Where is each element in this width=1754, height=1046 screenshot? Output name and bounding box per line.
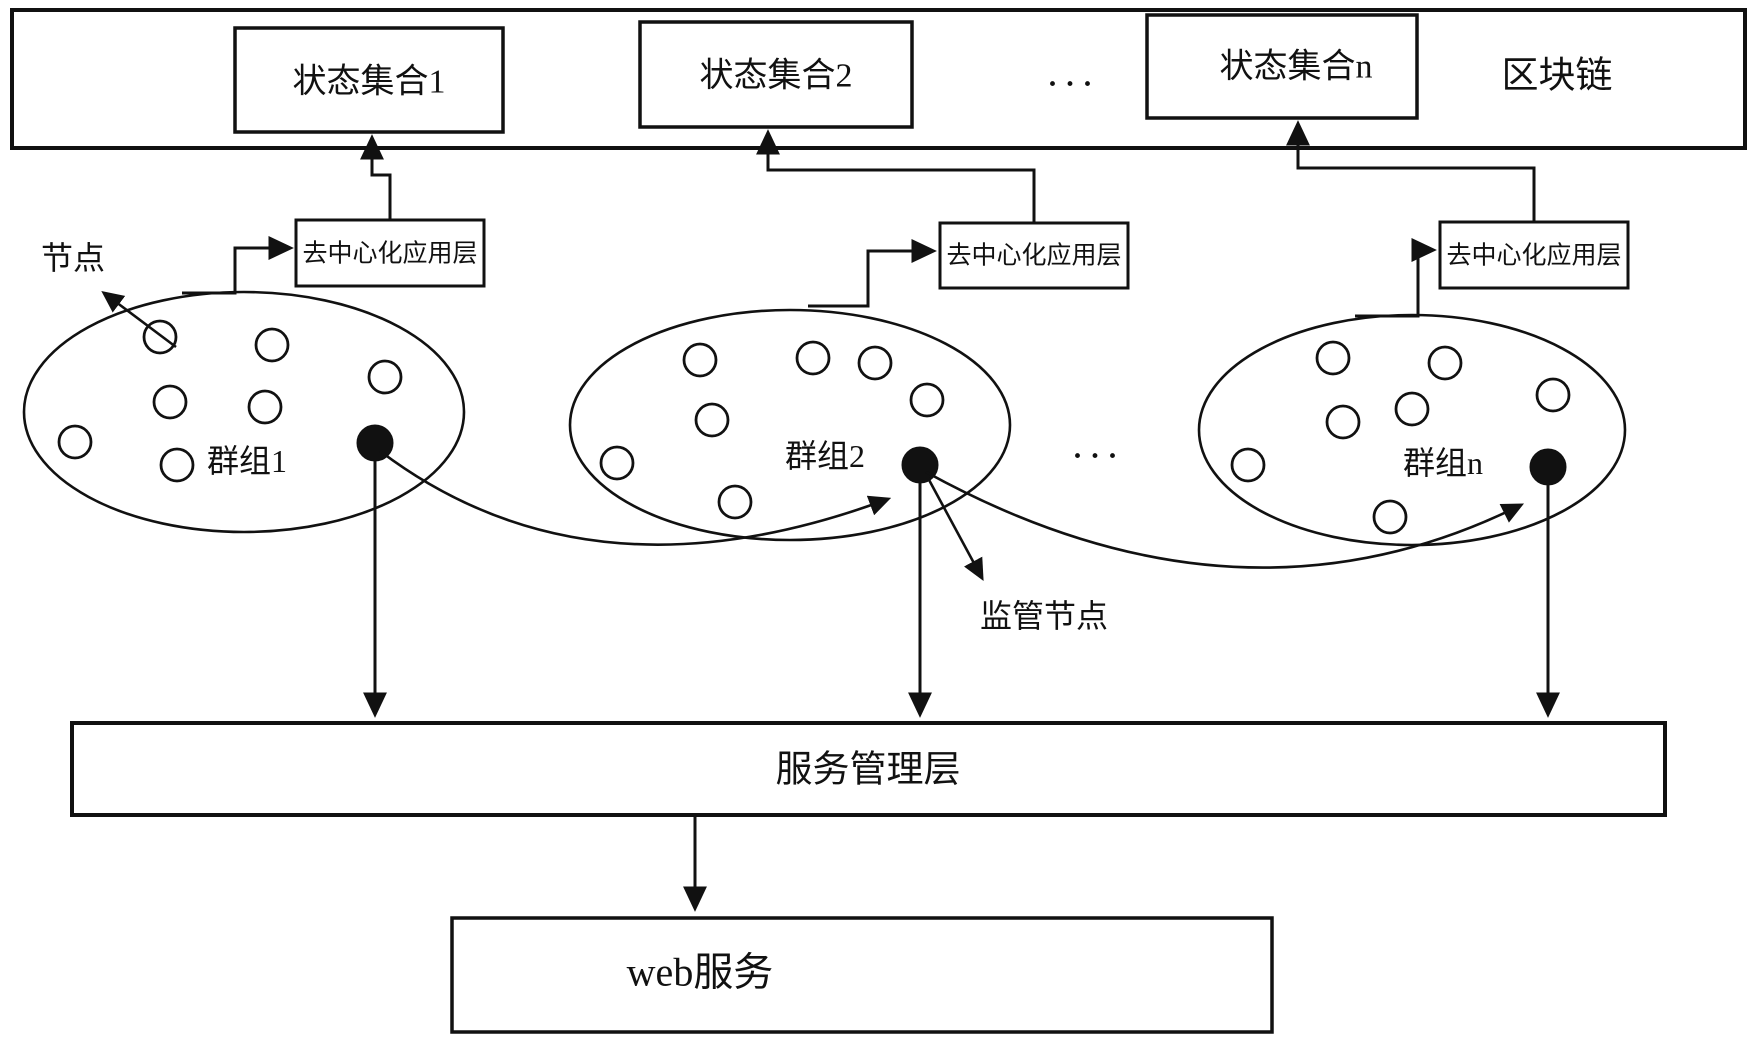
- node-circle: [57, 424, 93, 460]
- state-set-label-1: 状态集合1: [293, 63, 446, 101]
- state-set-box-1: [233, 26, 505, 134]
- node-circle: [599, 445, 635, 481]
- blockchain-label: 区块链: [1502, 55, 1613, 97]
- node-circle: [1394, 391, 1430, 427]
- supervision-annotation-arrow: [926, 477, 984, 581]
- group-label-1: 群组1: [207, 443, 287, 479]
- state-set-label-2: 状态集合2: [700, 57, 853, 95]
- node-circle: [1315, 340, 1351, 376]
- app-layer-box-3: [1438, 220, 1630, 290]
- node-circle: [682, 342, 718, 378]
- node-circle: [1427, 345, 1463, 381]
- node-circle: [1230, 447, 1266, 483]
- curve-supervision-2-to-n: [925, 470, 1525, 569]
- node-annotation-arrow: [101, 290, 177, 349]
- node-circle: [152, 384, 188, 420]
- node-circle: [367, 359, 403, 395]
- node-circle: [1372, 499, 1408, 535]
- node-circle: [694, 402, 730, 438]
- group-ellipse-1: [22, 290, 466, 534]
- app-layer-label-2: 去中心化应用层: [946, 242, 1121, 270]
- node-circle: [247, 389, 283, 425]
- connector-group3-to-app3: [1355, 238, 1437, 318]
- connector-group2-to-app2: [808, 239, 937, 308]
- state-set-box-2: [638, 20, 914, 129]
- supervision-annotation: 监管节点: [980, 598, 1108, 634]
- group-ellipse-n: [1197, 313, 1627, 547]
- node-circle: [1325, 404, 1361, 440]
- node-circle: [717, 484, 753, 520]
- service-layer-label: 服务管理层: [776, 749, 961, 791]
- ellipsis-mid: · · ·: [1072, 440, 1117, 473]
- state-set-label-n: 状态集合n: [1220, 48, 1373, 86]
- group-label-n: 群组n: [1403, 445, 1483, 481]
- node-circle: [795, 340, 831, 376]
- group-ellipse-2: [568, 308, 1012, 542]
- web-service-label: web服务: [627, 950, 774, 995]
- node-circle: [909, 382, 945, 418]
- app-layer-box-1: [294, 218, 486, 288]
- connector-app2-to-stateset2: [756, 129, 1036, 223]
- state-set-box-n: [1145, 13, 1419, 120]
- connector-group1-to-app1: [182, 236, 294, 295]
- group-label-2: 群组2: [785, 438, 865, 474]
- node-circle: [159, 447, 195, 483]
- node-circle: [857, 345, 893, 381]
- app-layer-box-2: [938, 221, 1130, 290]
- app-layer-label-1: 去中心化应用层: [302, 240, 477, 268]
- node-annotation: 节点: [41, 240, 105, 276]
- node-circle: [254, 327, 290, 363]
- app-layer-label-3: 去中心化应用层: [1446, 242, 1621, 270]
- ellipsis-top: · · ·: [1047, 68, 1092, 101]
- connector-app1-to-stateset1: [360, 134, 392, 220]
- service-layer-box: [70, 721, 1667, 817]
- node-circle: [1535, 377, 1571, 413]
- curve-supervision-1-to-2: [379, 449, 892, 546]
- connector-app3-to-statesetn: [1286, 120, 1536, 222]
- web-service-box: [450, 916, 1274, 1034]
